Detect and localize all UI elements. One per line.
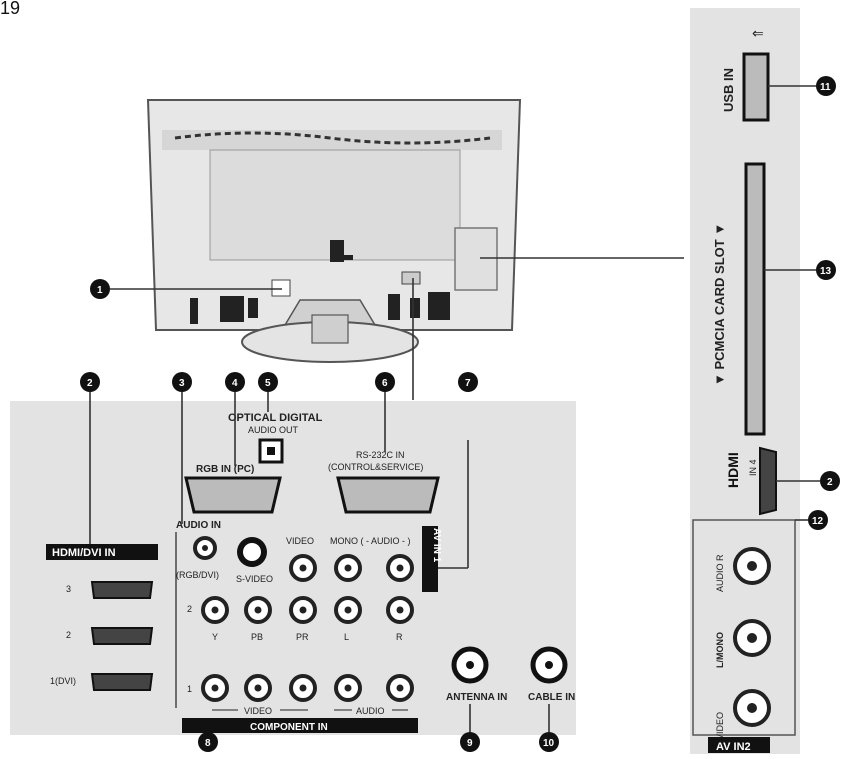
antenna-in-label: ANTENNA IN [446,692,507,703]
component-video-label: VIDEO [244,706,272,716]
callout-8 [198,732,218,752]
hdmi-in4-port [759,446,777,516]
hdmi-dvi-in-label: HDMI/DVI IN [52,547,116,559]
callout-3 [172,372,192,392]
s-video-label: S-VIDEO [236,574,273,584]
component-audio-l-label: L [344,632,349,642]
svg-text:6: 6 [382,378,388,389]
hdmi-dvi-label-bar [46,544,158,560]
page-number: 19 [0,0,20,18]
callout-10 [539,732,559,752]
svg-text:5: 5 [265,378,271,389]
component-row-2-label: 2 [187,604,192,614]
av-in2-jacks [733,547,771,727]
hdmi-port-1-label: 1(DVI) [50,676,76,686]
hdmi-in4-label: IN 4 [748,459,758,476]
cable-in-label: CABLE IN [528,692,575,703]
usb-icon: ⇐ [752,25,764,41]
component-in-2-jacks [201,596,414,624]
component-audio-r-label: R [396,632,403,642]
audio-out-label: AUDIO OUT [248,425,299,435]
side-audio-r-label: AUDIO R [715,554,725,592]
svg-text:7: 7 [465,378,471,389]
svg-text:11: 11 [820,82,831,93]
rs232c-label: RS-232C IN [356,450,405,460]
usb-in-port [742,52,770,122]
av-in1-jacks [289,554,414,582]
rs232c-port [336,476,440,514]
callout-12 [808,510,828,530]
callout-9 [460,732,480,752]
svg-text:2: 2 [827,477,833,488]
callout-11 [816,76,836,96]
svg-text:3: 3 [179,378,185,389]
rgb-in-port [184,476,282,514]
hdmi-port-3-label: 3 [66,584,71,594]
av-mono-audio-label: MONO ( - AUDIO - ) [330,536,411,546]
component-row-1-label: 1 [187,684,192,694]
svg-text:4: 4 [232,378,238,389]
component-pb-label: PB [251,632,263,642]
av-in1-label: AV IN 1 [431,528,442,563]
rgb-in-label: RGB IN (PC) [196,464,254,475]
optical-digital-label: OPTICAL DIGITAL [228,412,323,424]
callout-2 [80,372,100,392]
component-y-label: Y [212,632,218,642]
callout-markers: 1 2 3 4 5 6 7 8 9 10 11 13 2 12 [80,76,840,752]
tv-rear-view [146,99,522,363]
hdmi-port-2-label: 2 [66,630,71,640]
rs232c-sub-label: (CONTROL&SERVICE) [328,462,423,472]
callout-7 [458,372,478,392]
pcmcia-card-slot [744,162,766,436]
callout-13 [816,260,836,280]
callout-lines [89,85,820,740]
side-audio-l-mono-label: L/MONO [715,632,725,668]
usb-in-label: USB IN [721,68,736,112]
callout-2-side [820,471,840,491]
callout-4 [225,372,245,392]
callout-1 [90,279,110,299]
side-video-label: VIDEO [715,712,725,740]
av-video-label: VIDEO [286,536,314,546]
av-in2-label: AV IN2 [716,741,751,753]
main-connector-panel: HDMI/DVI IN 3 2 1(DVI) OPTICAL DIGITAL A… [10,401,576,735]
svg-text:2: 2 [87,378,93,389]
svg-text:13: 13 [820,266,832,277]
svg-text:8: 8 [205,738,211,749]
callout-5 [258,372,278,392]
pcmcia-label: ▼ PCMCIA CARD SLOT ▼ [712,223,727,386]
svg-text:10: 10 [543,738,555,749]
hdmi-ports [90,581,154,691]
svg-text:9: 9 [467,738,473,749]
svg-text:12: 12 [812,516,824,527]
svg-text:1: 1 [97,285,103,296]
hdmi-side-logo: HDMI [725,452,741,488]
callout-6 [375,372,395,392]
audio-in-label: AUDIO IN [176,520,221,531]
component-in-label: COMPONENT IN [250,722,328,733]
side-connector-panel: USB IN ⇐ ▼ PCMCIA CARD SLOT ▼ HDMI IN 4 … [690,8,800,754]
component-in-1-jacks [201,674,414,702]
component-pr-label: PR [296,632,309,642]
component-audio-label: AUDIO [356,706,385,716]
audio-in-sub-label: (RGB/DVI) [176,570,219,580]
